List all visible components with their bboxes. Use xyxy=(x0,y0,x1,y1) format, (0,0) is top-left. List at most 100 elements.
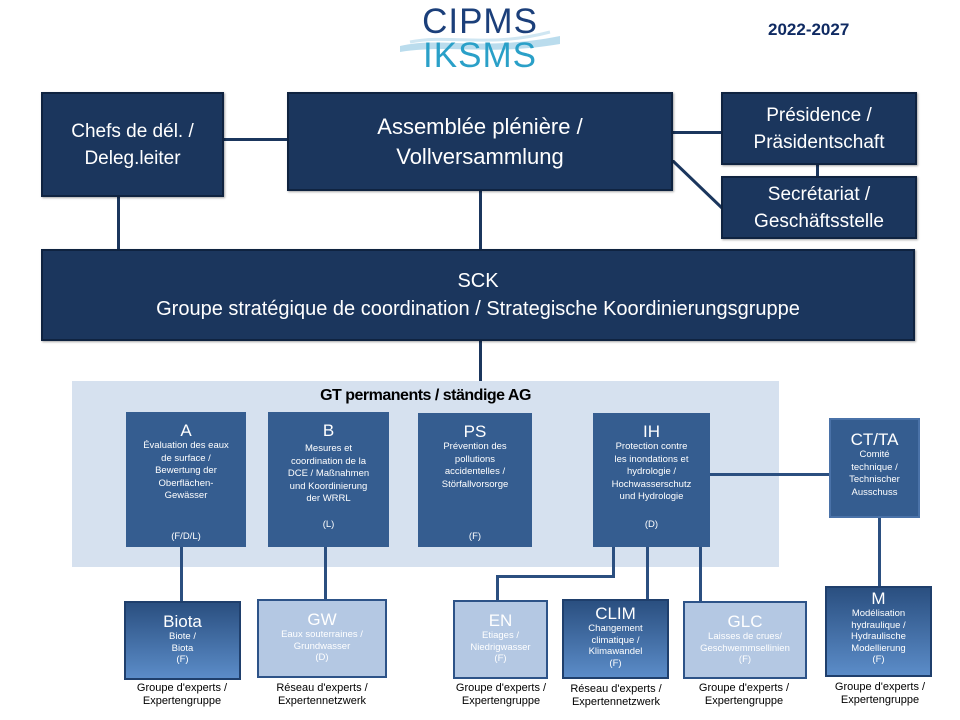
expert-caption-clim: Réseau d'experts / Expertennetzwerk xyxy=(555,683,677,709)
expert-box-biota[interactable]: Biota Biote / Biota (F) xyxy=(124,601,241,680)
caption-line: Expertengruppe xyxy=(461,695,541,707)
desc-line: (F) xyxy=(872,654,885,665)
desc-line: (F) xyxy=(494,653,507,664)
expert-box-m[interactable]: M Modélisation hydraulique / Hydraulisch… xyxy=(825,586,932,677)
gt-box-b[interactable]: B Mesures et coordination de la DCE / Ma… xyxy=(268,412,389,547)
chefs-line2: Deleg.leiter xyxy=(84,147,181,169)
gt-code: B xyxy=(322,421,335,440)
expert-box-glc[interactable]: GLC Laisses de crues/ Geschwemmsellinien… xyxy=(683,601,807,679)
gt-box-ih[interactable]: IH Protection contre les inondations et … xyxy=(593,413,710,547)
expert-desc: Laisses de crues/ Geschwemmsellinien (F) xyxy=(685,631,805,666)
gt-box-a[interactable]: A Évaluation des eaux de surface / Bewer… xyxy=(126,412,246,547)
expert-desc: Modélisation hydraulique / Hydraulische … xyxy=(827,608,930,666)
desc-line: (F) xyxy=(738,654,752,665)
desc-line: (D) xyxy=(315,652,329,663)
connector-sck-gt xyxy=(479,340,482,382)
desc-line: Biote / xyxy=(169,631,196,642)
expert-desc: Changement climatique / Klimawandel (F) xyxy=(564,623,667,669)
logo-cipms: CIPMS xyxy=(422,2,538,41)
desc-line: Geschwemmsellinien xyxy=(700,642,790,654)
desc-line: Changement xyxy=(588,623,643,634)
gt-lang: (D) xyxy=(644,519,659,530)
expert-caption-m: Groupe d'experts / Expertengruppe xyxy=(818,681,942,707)
desc-line: Bewertung der xyxy=(155,465,217,476)
caption-line: Expertengruppe xyxy=(142,695,222,707)
chefs-line1: Chefs de dél. / xyxy=(71,120,194,142)
sck-name: Groupe stratégique de coordination / Str… xyxy=(156,298,800,320)
caption-line: Expertengruppe xyxy=(704,695,784,707)
expert-code: GW xyxy=(307,610,337,629)
connector-ih-clim xyxy=(646,546,649,600)
caption-line: Réseau d'experts / xyxy=(276,682,368,694)
desc-line: climatique / xyxy=(591,634,640,646)
secretariat-line1: Secrétariat / xyxy=(767,183,871,205)
assembly-box[interactable]: Assemblée plénière / Vollversammlung xyxy=(287,92,673,191)
connector-ih-ctta xyxy=(709,473,830,476)
connector-assembly-secretariat xyxy=(672,160,724,210)
connector-chefs-assembly xyxy=(224,138,288,141)
connector-ih-en-horizontal xyxy=(496,575,615,578)
desc-line: technique / xyxy=(851,461,898,473)
desc-line: und Koordinierung xyxy=(289,480,368,492)
expert-box-clim[interactable]: CLIM Changement climatique / Klimawandel… xyxy=(562,599,669,679)
desc-line: Grundwasser xyxy=(293,640,351,652)
chefs-de-delegation-box[interactable]: Chefs de dél. / Deleg.leiter xyxy=(41,92,224,197)
ctta-box[interactable]: CT/TA Comité technique / Technischer Aus… xyxy=(829,418,920,518)
presidency-box[interactable]: Présidence / Präsidentschaft xyxy=(721,92,917,165)
expert-code: M xyxy=(871,589,886,608)
logo-wave-icon xyxy=(400,30,560,52)
desc-line: coordination de la xyxy=(291,455,366,467)
caption-line: Expertennetzwerk xyxy=(571,696,661,708)
desc-line: Prévention des xyxy=(443,441,507,452)
assembly-line1: Assemblée plénière / xyxy=(377,113,583,139)
period-label: 2022-2027 xyxy=(768,20,850,39)
gt-lang: (L) xyxy=(322,519,335,530)
gt-desc: Protection contre les inondations et hyd… xyxy=(593,441,710,504)
expert-caption-gw: Réseau d'experts / Expertennetzwerk xyxy=(252,682,392,708)
expert-code: CLIM xyxy=(595,604,636,623)
gt-panel-title: GT permanents / ständige AG xyxy=(320,387,531,404)
expert-box-gw[interactable]: GW Eaux souterraines / Grundwasser (D) xyxy=(257,599,387,678)
desc-line: hydraulique / xyxy=(851,619,906,631)
gt-desc: Prévention des pollutions accidentelles … xyxy=(418,441,532,491)
gt-code: IH xyxy=(643,422,660,441)
desc-line: der WRRL xyxy=(306,493,351,504)
connector-ih-glc xyxy=(699,546,702,603)
sck-box[interactable]: SCK Groupe stratégique de coordination /… xyxy=(41,249,915,341)
desc-line: und Hydrologie xyxy=(619,491,684,502)
desc-line: Eaux souterraines / xyxy=(281,629,363,640)
expert-caption-biota: Groupe d'experts / Expertengruppe xyxy=(112,682,252,708)
gt-code: A xyxy=(180,421,192,440)
secretariat-line2: Geschäftsstelle xyxy=(754,210,884,232)
desc-line: de surface / xyxy=(161,452,211,464)
connector-ih-en-vertical xyxy=(612,546,615,577)
secretariat-box[interactable]: Secrétariat / Geschäftsstelle xyxy=(721,176,917,239)
desc-line: Ausschuss xyxy=(851,486,898,498)
gt-box-ps[interactable]: PS Prévention des pollutions accidentell… xyxy=(418,413,532,547)
desc-line: Technischer xyxy=(849,474,900,485)
expert-box-en[interactable]: EN Etiages / Niedrigwasser (F) xyxy=(453,600,548,679)
gt-desc: Mesures et coordination de la DCE / Maßn… xyxy=(268,443,389,506)
presidency-line2: Präsidentschaft xyxy=(753,131,885,153)
desc-line: Comité xyxy=(859,449,890,460)
caption-line: Groupe d'experts / xyxy=(698,682,790,694)
expert-desc: Etiages / Niedrigwasser (F) xyxy=(455,630,546,665)
gt-lang: (F) xyxy=(468,531,482,542)
desc-line: Hydraulische xyxy=(851,631,906,642)
ctta-desc: Comité technique / Technischer Ausschuss xyxy=(831,449,918,499)
gt-desc: Évaluation des eaux de surface / Bewertu… xyxy=(126,440,246,503)
sck-code: SCK xyxy=(457,270,499,292)
desc-line: Mesures et xyxy=(305,443,352,454)
desc-line: Oberflächen- xyxy=(158,477,214,489)
desc-line: Modellierung xyxy=(851,642,906,654)
desc-line: Etiages / xyxy=(482,630,519,641)
ctta-code: CT/TA xyxy=(850,430,899,449)
expert-desc: Eaux souterraines / Grundwasser (D) xyxy=(259,629,385,664)
caption-line: Groupe d'experts / xyxy=(834,681,926,693)
desc-line: Gewässer xyxy=(164,490,208,501)
connector-b-gw xyxy=(324,546,327,600)
desc-line: (F) xyxy=(176,654,189,665)
desc-line: Biota xyxy=(171,642,194,654)
logo-iksms: IKSMS xyxy=(423,36,537,75)
desc-line: les inondations et xyxy=(614,453,689,465)
